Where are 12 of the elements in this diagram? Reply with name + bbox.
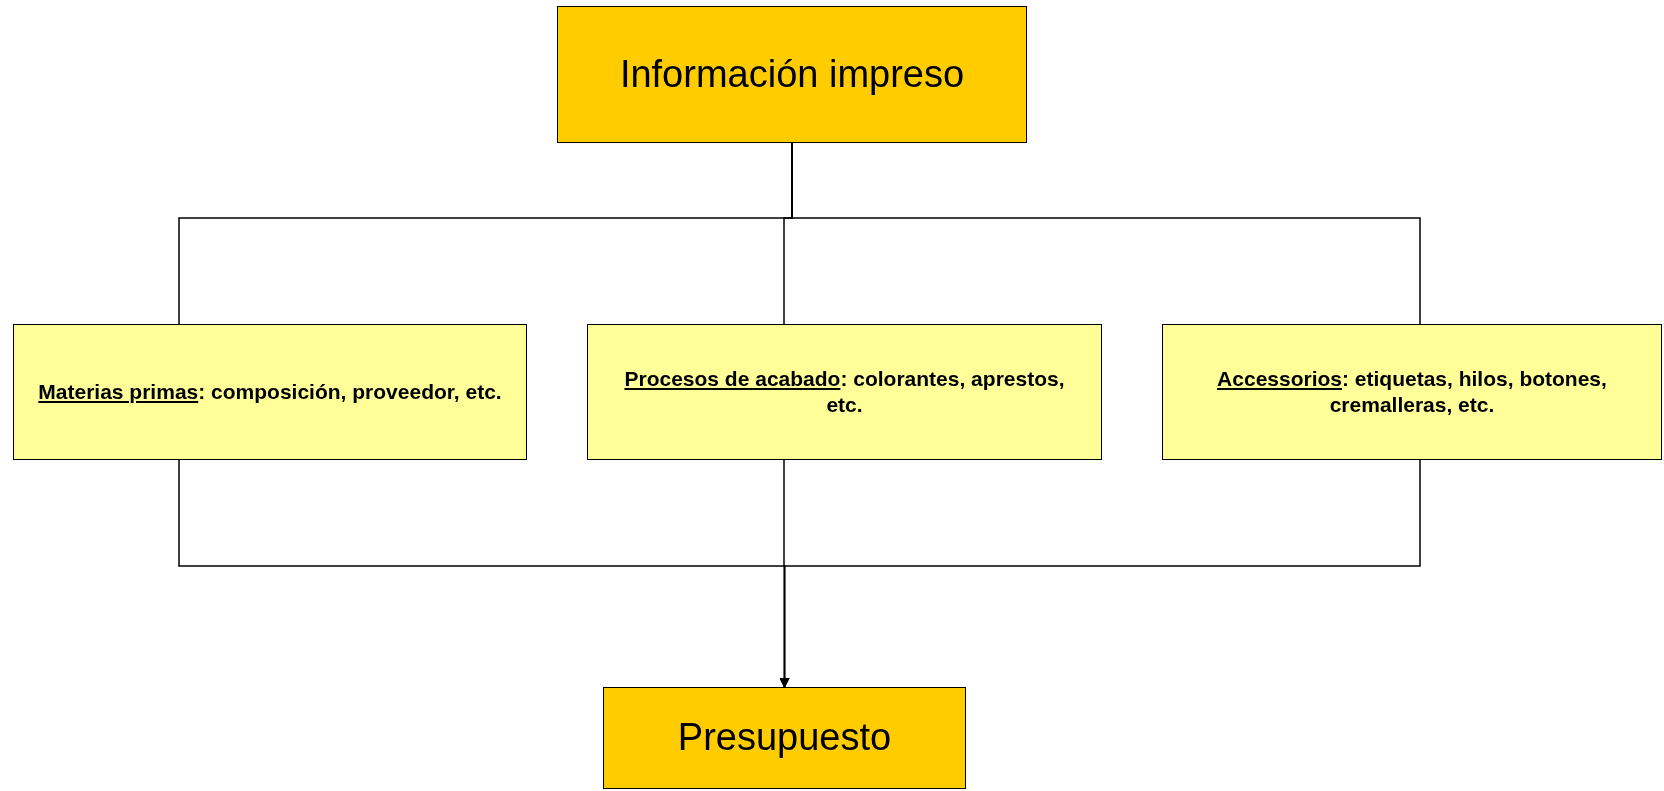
process-box bbox=[603, 687, 966, 789]
box-text: Accessorios: etiquetas, hilos, botones, cremalleras, etc. bbox=[1216, 365, 1608, 418]
category-box bbox=[1162, 324, 1662, 460]
process-box bbox=[557, 6, 1027, 143]
box-text: Información impreso bbox=[619, 51, 965, 97]
box-text: Procesos de acabado: colorantes, aprestos, etc. bbox=[623, 365, 1066, 418]
connector-line bbox=[791, 142, 1421, 325]
box-text: Materias primas: composición, proveedor, etc. bbox=[38, 378, 502, 405]
arrow bbox=[779, 459, 1421, 688]
box-text: Presupuesto bbox=[677, 715, 892, 761]
category-box bbox=[587, 324, 1102, 460]
category-box bbox=[13, 324, 527, 460]
